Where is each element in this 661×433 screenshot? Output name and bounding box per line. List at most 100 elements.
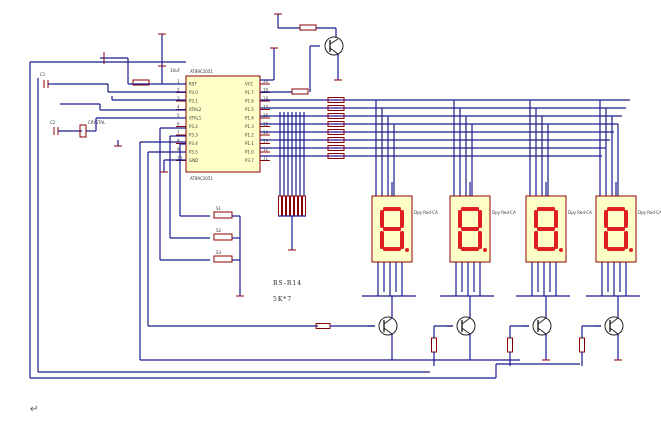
chip-pin-right: P1.2 [245, 133, 254, 138]
segment [383, 247, 401, 251]
svg-text:8: 8 [177, 139, 180, 144]
chip-ref: AT89C2051 [190, 69, 213, 74]
base-resistor [507, 337, 513, 353]
board-label: RS-R14 [273, 280, 302, 287]
segment [604, 210, 608, 228]
resistor-array [278, 112, 306, 251]
display-label: Dpy Red-CA [568, 210, 592, 215]
rnet-resistor [290, 195, 294, 217]
segment-bus [260, 97, 630, 159]
svg-text:5: 5 [177, 113, 180, 118]
digit-transistor [579, 296, 624, 366]
chip-pin-right: P1.6 [245, 99, 254, 104]
svg-text:4: 4 [177, 105, 180, 110]
chip-pin-right: P1.4 [245, 116, 254, 121]
bus-resistor [327, 153, 345, 159]
svg-text:18: 18 [263, 96, 269, 101]
segment [478, 231, 482, 249]
chip-pin-left: P3.0 [189, 90, 198, 95]
segment [534, 231, 538, 249]
svg-text:9: 9 [177, 147, 180, 152]
rnet-resistor [286, 195, 290, 217]
bus-resistor [327, 113, 345, 119]
svg-text:C1: C1 [40, 72, 46, 77]
outer-wiring [29, 61, 580, 379]
crystal-oscillator: C1 C2 CRYSTAL [37, 72, 186, 147]
segment [554, 231, 558, 249]
svg-text:S2: S2 [216, 228, 222, 233]
chip-pin-left: GND [189, 158, 198, 163]
bus-resistor [327, 145, 345, 151]
bus-resistor [327, 121, 345, 127]
svg-text:S3: S3 [216, 250, 222, 255]
display-label: Dpy Red-CA [414, 210, 438, 215]
display-label: Dpy Red-CA [638, 210, 661, 215]
decimal-point [559, 248, 563, 252]
chip-pin-left: XTAL2 [189, 107, 202, 112]
vcc-line [260, 47, 278, 81]
chip-pin-right: P1.0 [245, 150, 254, 155]
seven-segment-display: Dpy Red-CA [516, 100, 592, 297]
digit-transistor [507, 296, 552, 366]
bus-resistor [327, 105, 345, 111]
segment [461, 227, 479, 231]
chip-type: AT89C2051 [190, 176, 213, 181]
segment [383, 227, 401, 231]
svg-text:2: 2 [177, 88, 180, 93]
chip-pin-left: P3.5 [189, 150, 198, 155]
segment [380, 231, 384, 249]
svg-text:S1: S1 [216, 206, 222, 211]
decimal-point [405, 248, 409, 252]
digit-transistor [315, 296, 398, 361]
segment [461, 247, 479, 251]
buzzer-transistor [260, 13, 344, 95]
push-buttons: S1 S2 S3 [159, 127, 244, 297]
segment [400, 231, 404, 249]
base-resistor [315, 323, 331, 329]
base-resistor [431, 337, 437, 353]
segment [624, 210, 628, 228]
chip-pin-right: VCC [245, 82, 254, 87]
chip-pin-left: P3.1 [189, 99, 198, 104]
digit-transistor [431, 296, 476, 366]
segment [537, 247, 555, 251]
rnet-resistor [278, 195, 282, 217]
display-label: Dpy Red-CA [492, 210, 516, 215]
svg-text:11: 11 [263, 156, 269, 161]
freq-label: 5K*7 [273, 296, 292, 303]
seven-segment-display: Dpy Red-CA [586, 100, 661, 297]
segment [607, 207, 625, 211]
chip-pin-left: XTAL1 [189, 116, 202, 121]
rnet-resistor [302, 195, 306, 217]
base-resistor [579, 337, 585, 353]
segment [400, 210, 404, 228]
svg-text:10uF: 10uF [170, 68, 181, 73]
segment [604, 231, 608, 249]
svg-text:17: 17 [263, 105, 269, 110]
rnet-resistor [298, 195, 302, 217]
svg-text:20: 20 [263, 79, 269, 84]
segment [458, 231, 462, 249]
segment [607, 227, 625, 231]
chip-pin-left: P3.4 [189, 141, 198, 146]
segment [380, 210, 384, 228]
segment [458, 210, 462, 228]
svg-text:19: 19 [263, 88, 269, 93]
chip-pin-left: P3.3 [189, 133, 198, 138]
svg-text:7: 7 [177, 130, 180, 135]
segment [534, 210, 538, 228]
chip-pin-right: P1.7 [245, 90, 254, 95]
segment [461, 207, 479, 211]
svg-text:3: 3 [177, 96, 180, 101]
bus-resistor [327, 137, 345, 143]
decimal-point [483, 248, 487, 252]
decimal-point [629, 248, 633, 252]
bus-resistor [327, 129, 345, 135]
microcontroller-chip: AT89C2051 AT89C2051 RST1P3.02P3.13XTAL24… [176, 69, 270, 181]
svg-text:13: 13 [263, 139, 269, 144]
bus-resistor [327, 97, 345, 103]
segment [478, 210, 482, 228]
segment [607, 247, 625, 251]
chip-pin-right: P1.5 [245, 107, 254, 112]
